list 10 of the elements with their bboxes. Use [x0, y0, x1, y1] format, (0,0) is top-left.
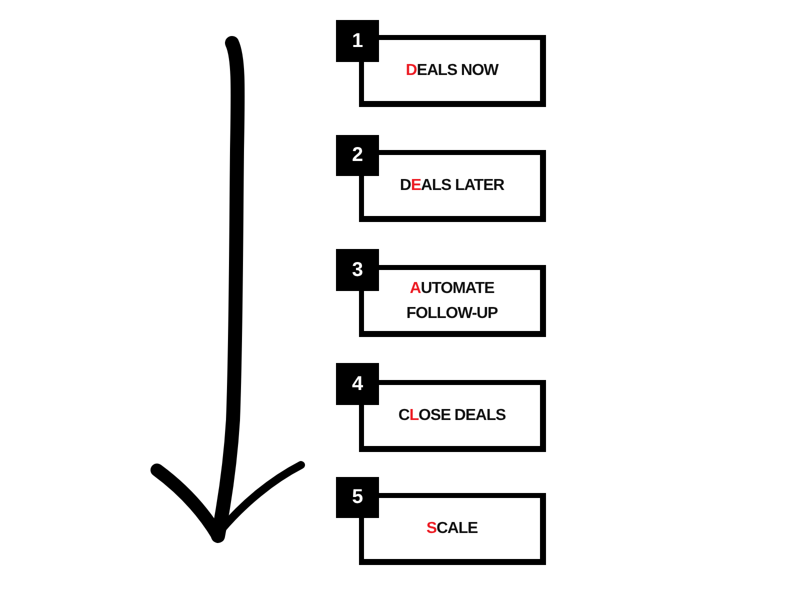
step-label: DEALS LATER: [400, 176, 504, 196]
step-number: 2: [336, 135, 379, 176]
step-label: CLOSE DEALS: [398, 406, 506, 426]
step-number: 4: [336, 363, 379, 405]
step-label: SCALE: [426, 519, 478, 539]
step-number: 1: [336, 20, 379, 62]
step-label: AUTOMATE FOLLOW-UP: [405, 278, 499, 324]
step-number: 5: [336, 477, 379, 518]
step-number: 3: [336, 249, 379, 291]
step-label: DEALS NOW: [406, 61, 498, 81]
